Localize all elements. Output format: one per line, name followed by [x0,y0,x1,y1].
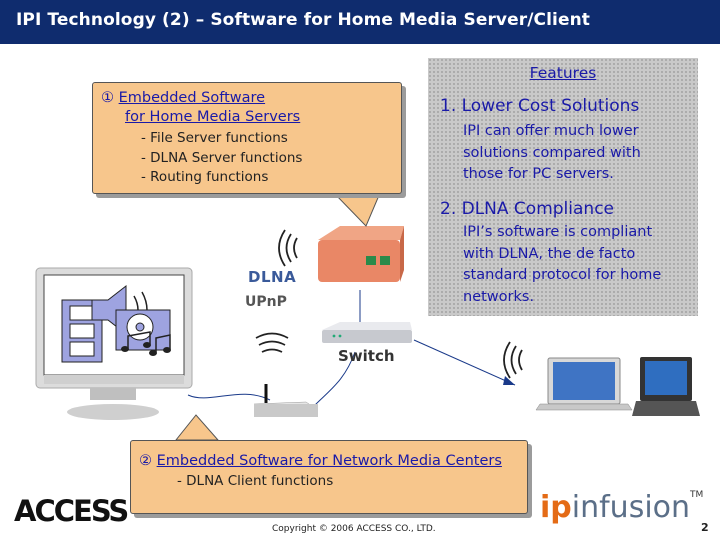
callout-client-software: ② Embedded Software for Network Media Ce… [130,440,528,514]
copyright-text: Copyright © 2006 ACCESS CO., LTD. [272,524,436,534]
feature-body-line: standard protocol for home [463,267,662,283]
wireless-icon-server [278,229,298,267]
list-item: - Routing functions [141,169,269,185]
switch-device [322,322,412,343]
feature-heading-text: 2. DLNA Compliance [440,199,615,219]
callout1-number: ① [101,90,114,106]
trademark-mark: TM [690,490,704,500]
callout1-heading: ① Embedded Software for Home Media Serve… [101,89,300,127]
feature-body-line: those for PC servers. [463,166,614,182]
switch-laptop-link [413,339,516,386]
list-item: - File Server functions [141,130,288,146]
ipinfusion-logo: ipinfusionTM [540,490,703,525]
switch-label: Switch [338,347,395,365]
ip-logo-ip: ip [540,490,572,525]
wireless-icon-router [255,332,289,353]
callout1-tail [332,192,381,227]
laptop-mac [535,357,633,411]
dlna-logo: DLNA [248,268,297,286]
callout1-list: - File Server functions - DLNA Server fu… [141,129,302,188]
feature-body-dlna: IPI’s software is compliant with DLNA, t… [463,222,661,308]
tv-router-link [187,393,271,401]
wireless-router [253,384,319,417]
callout2-heading-text: Embedded Software for Network Media Cent… [156,453,502,469]
laptop-pc [632,357,700,416]
page-number: 2 [701,521,709,534]
access-logo: ACCESS [14,494,129,528]
feature-body-line: IPI’s software is compliant [463,224,653,240]
feature-body-line: networks. [463,288,535,305]
callout2-tail [174,414,220,441]
feature-heading-dlna: 2. DLNA Compliance [440,199,614,219]
ip-logo-rest: infusion [571,490,691,525]
slide-title: IPI Technology (2) – Software for Home M… [16,10,591,30]
router-switch-link [314,351,356,406]
wireless-icon-laptop [503,341,523,379]
feature-heading-text: 1. Lower Cost Solutions [440,96,640,116]
upnp-logo: UPnP [245,294,287,310]
callout-server-software: ① Embedded Software for Home Media Serve… [92,82,402,194]
features-panel: Features 1. Lower Cost Solutions IPI can… [428,58,698,316]
callout2-heading: ② Embedded Software for Network Media Ce… [139,453,502,469]
callout2-number: ② [139,453,152,469]
television [35,267,193,420]
feature-body-line: with DLNA, the de facto [463,245,636,262]
callout1-heading-line1: Embedded Software [118,90,266,106]
media-server-box [318,226,404,282]
list-item: - DLNA Server functions [141,149,303,166]
link-arrowhead [503,376,515,385]
title-bar: IPI Technology (2) – Software for Home M… [0,0,720,44]
feature-body-line: IPI can offer much lower [463,123,639,139]
callout2-list: - DLNA Client functions [177,473,333,489]
features-title: Features [529,64,597,82]
list-item: - DLNA Client functions [177,473,334,489]
callout1-heading-line2: for Home Media Servers [125,109,301,125]
feature-body-line: solutions compared with [463,144,641,161]
feature-heading-cost: 1. Lower Cost Solutions [440,96,639,116]
feature-body-cost: IPI can offer much lower solutions compa… [463,121,641,186]
